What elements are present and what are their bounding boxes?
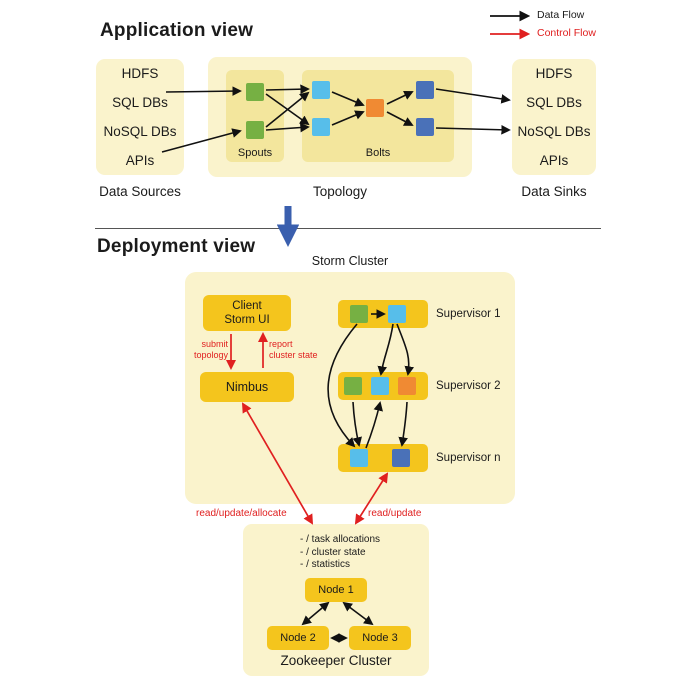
read-update-label: read/update [368,508,422,519]
worker-node-icon [388,305,406,323]
client-storm-ui-box: Client Storm UI [203,295,291,331]
zookeeper-node-2-box: Node 2 [267,626,329,650]
bolt-node-icon [366,99,384,117]
zookeeper-cluster-label: Zookeeper Cluster [280,653,392,668]
view-separator-line [95,228,601,229]
storm-cluster-label: Storm Cluster [311,254,389,268]
data-sink-item: SQL DBs [526,95,582,110]
worker-node-icon [350,305,368,323]
bolt-node-icon [312,118,330,136]
submit-topology-label: submit topology [193,339,228,361]
data-sink-item: APIs [539,153,569,168]
spout-node-icon [246,83,264,101]
data-sources-panel: HDFS SQL DBs NoSQL DBs APIs [96,59,184,175]
data-sink-item: NoSQL DBs [517,124,591,139]
data-source-item: APIs [125,153,155,168]
read-update-allocate-label: read/update/allocate [196,508,287,519]
worker-node-icon [398,377,416,395]
supervisor-2-label: Supervisor 2 [436,380,501,392]
data-sinks-panel: HDFS SQL DBs NoSQL DBs APIs [512,59,596,175]
worker-node-icon [371,377,389,395]
deployment-view-title: Deployment view [97,236,256,257]
nimbus-box: Nimbus [200,372,294,402]
application-view-title: Application view [100,20,254,41]
supervisor-n-label: Supervisor n [436,452,501,464]
worker-node-icon [350,449,368,467]
bolt-node-icon [416,81,434,99]
spout-node-icon [246,121,264,139]
spouts-label: Spouts [237,147,273,159]
zookeeper-node-1-box: Node 1 [305,578,367,602]
legend-control-flow-label: Control Flow [537,27,596,39]
worker-node-icon [344,377,362,395]
bolt-node-icon [312,81,330,99]
data-sources-label: Data Sources [99,184,181,199]
data-sinks-label: Data Sinks [521,184,587,199]
supervisor-1-label: Supervisor 1 [436,308,501,320]
data-source-item: NoSQL DBs [103,124,177,139]
data-source-item: HDFS [121,66,159,81]
bolts-label: Bolts [365,147,391,159]
data-source-item: SQL DBs [112,95,168,110]
bolt-node-icon [416,118,434,136]
topology-label: Topology [312,184,368,199]
worker-node-icon [392,449,410,467]
report-cluster-state-label: report cluster state [269,339,318,361]
legend-data-flow-label: Data Flow [537,9,585,21]
zookeeper-node-3-box: Node 3 [349,626,411,650]
zookeeper-notes: - / task allocations - / cluster state -… [300,534,381,570]
data-sink-item: HDFS [535,66,573,81]
